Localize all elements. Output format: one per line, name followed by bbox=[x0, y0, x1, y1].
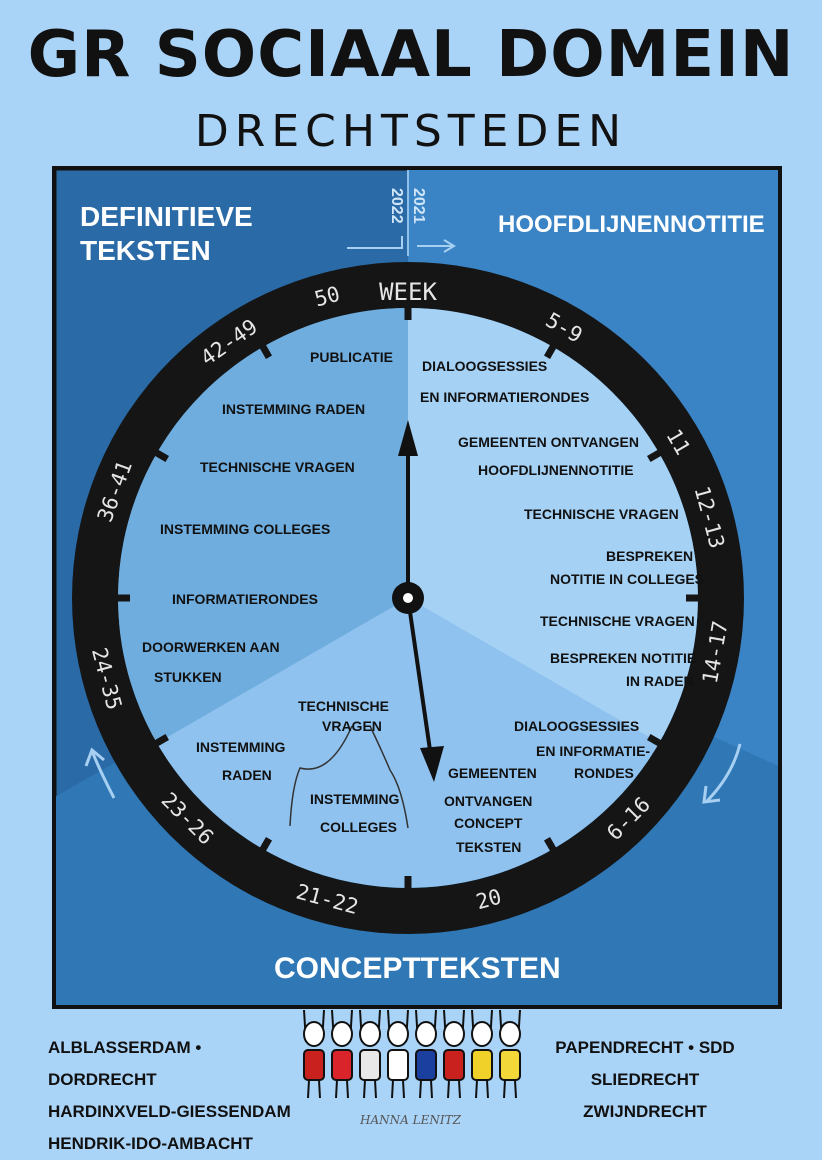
dial-hand-down bbox=[406, 597, 434, 765]
municipality-figure bbox=[331, 1009, 353, 1099]
step-right-5: TECHNISCHE VRAGEN bbox=[524, 506, 679, 522]
step-left-1: PUBLICATIE bbox=[310, 349, 393, 365]
step-bottom-8: ONTVANGEN bbox=[444, 793, 532, 809]
municipality-figure bbox=[415, 1009, 437, 1099]
step-bottom-2: VRAGEN bbox=[322, 718, 382, 734]
step-left-5: INFORMATIERONDES bbox=[172, 591, 318, 607]
week-label: WEEK bbox=[379, 278, 437, 306]
step-right-11: DIALOOGSESSIES bbox=[514, 718, 639, 734]
step-bottom-4: RADEN bbox=[222, 767, 272, 783]
step-right-8: TECHNISCHE VRAGEN bbox=[540, 613, 695, 629]
connector-arrow-1 bbox=[289, 725, 353, 827]
step-bottom-10: TEKSTEN bbox=[456, 839, 521, 855]
step-left-2: INSTEMMING RADEN bbox=[222, 401, 365, 417]
municipality-figure bbox=[303, 1009, 325, 1099]
cycle-arrow-left bbox=[84, 747, 116, 799]
dial-tick-mark bbox=[148, 445, 169, 463]
dial-hand-down-arrow bbox=[420, 746, 444, 782]
step-right-12: EN INFORMATIE- bbox=[536, 743, 650, 759]
dial-tick-mark bbox=[543, 837, 561, 858]
connector-arrow-2 bbox=[369, 725, 409, 829]
cycle-arrow-right bbox=[702, 743, 742, 804]
step-right-13: RONDES bbox=[574, 765, 634, 781]
municipality-figure bbox=[359, 1009, 381, 1099]
footer-left-line-1: ALBLASSERDAM • DORDRECHT bbox=[48, 1038, 202, 1089]
page-subtitle: DRECHTSTEDEN bbox=[194, 106, 628, 157]
step-right-3: GEMEENTEN ONTVANGEN bbox=[458, 434, 639, 450]
dial-tick-mark bbox=[647, 733, 668, 751]
footer-right-line-3: ZWIJNDRECHT bbox=[583, 1102, 707, 1121]
dial-tick-mark bbox=[543, 338, 561, 359]
step-left-4: INSTEMMING COLLEGES bbox=[160, 521, 330, 537]
year-2021-label: 2021 bbox=[410, 188, 427, 224]
step-bottom-9: CONCEPT bbox=[454, 815, 523, 831]
dial-tick-mark bbox=[647, 445, 668, 463]
face-sector-outline bbox=[408, 308, 698, 743]
dial-hub-dot bbox=[403, 593, 413, 603]
step-bottom-3: INSTEMMING bbox=[196, 739, 286, 755]
year-arrow-left bbox=[347, 236, 403, 249]
footer-right-line-2: SLIEDRECHT bbox=[590, 1070, 700, 1089]
step-right-9: BESPREKEN NOTITIE bbox=[550, 650, 696, 666]
municipality-figure bbox=[387, 1009, 409, 1099]
footer-left-line-2: HARDINXVELD-GIESSENDAM bbox=[48, 1102, 291, 1121]
quadrant-title-concept: CONCEPTTEKSTEN bbox=[274, 952, 561, 985]
artist-signature: HANNA LENITZ bbox=[360, 1113, 461, 1127]
year-arrow-right bbox=[417, 239, 456, 253]
year-2022-label: 2022 bbox=[388, 188, 405, 224]
quadrant-title-definitive-2: TEKSTEN bbox=[80, 235, 211, 266]
step-right-4: HOOFDLIJNENNOTITIE bbox=[478, 462, 634, 478]
step-right-6: BESPREKEN bbox=[606, 548, 693, 564]
step-right-2: EN INFORMATIERONDES bbox=[420, 389, 589, 405]
municipality-figures bbox=[303, 1009, 521, 1099]
footer-municipalities-left: ALBLASSERDAM • DORDRECHT HARDINXVELD-GIE… bbox=[48, 1032, 308, 1160]
step-left-3: TECHNISCHE VRAGEN bbox=[200, 459, 355, 475]
step-left-7: STUKKEN bbox=[154, 669, 222, 685]
week-dial: 505-91112-1314-176-162021-2223-2624-3536… bbox=[72, 262, 744, 934]
quadrant-title-definitive-1: DEFINITIEVE bbox=[80, 201, 253, 232]
page-title: GR SOCIAAL DOMEIN bbox=[27, 18, 795, 92]
face-sector-concept bbox=[157, 598, 659, 888]
quadrant-title-outline: HOOFDLIJNENNOTITIE bbox=[498, 211, 765, 238]
step-right-7: NOTITIE IN COLLEGES bbox=[550, 571, 704, 587]
step-bottom-5: INSTEMMING bbox=[310, 791, 400, 807]
municipality-figure bbox=[471, 1009, 493, 1099]
footer-right-line-1: PAPENDRECHT • SDD bbox=[555, 1038, 735, 1057]
step-right-1: DIALOOGSESSIES bbox=[422, 358, 547, 374]
dial-tick-mark bbox=[148, 733, 169, 751]
cycle-diagram: 2022 2021 DEFINITIEVE TEKSTEN HOOFDLIJNE… bbox=[52, 166, 782, 1009]
step-bottom-6: COLLEGES bbox=[320, 819, 397, 835]
step-bottom-7: GEMEENTEN bbox=[448, 765, 537, 781]
municipality-figure bbox=[499, 1009, 521, 1099]
step-left-6: DOORWERKEN AAN bbox=[142, 639, 280, 655]
dial-tick-mark bbox=[255, 837, 273, 858]
step-right-10: IN RADEN bbox=[626, 673, 694, 689]
face-sector-definitive bbox=[118, 308, 409, 743]
step-bottom-1: TECHNISCHE bbox=[298, 698, 389, 714]
footer-municipalities-right: PAPENDRECHT • SDD SLIEDRECHT ZWIJNDRECHT bbox=[530, 1032, 760, 1128]
footer-left-line-3: HENDRIK-IDO-AMBACHT bbox=[48, 1134, 253, 1153]
municipality-figure bbox=[443, 1009, 465, 1099]
dial-hand-up-arrow bbox=[398, 420, 418, 456]
dial-tick-mark bbox=[255, 338, 273, 359]
